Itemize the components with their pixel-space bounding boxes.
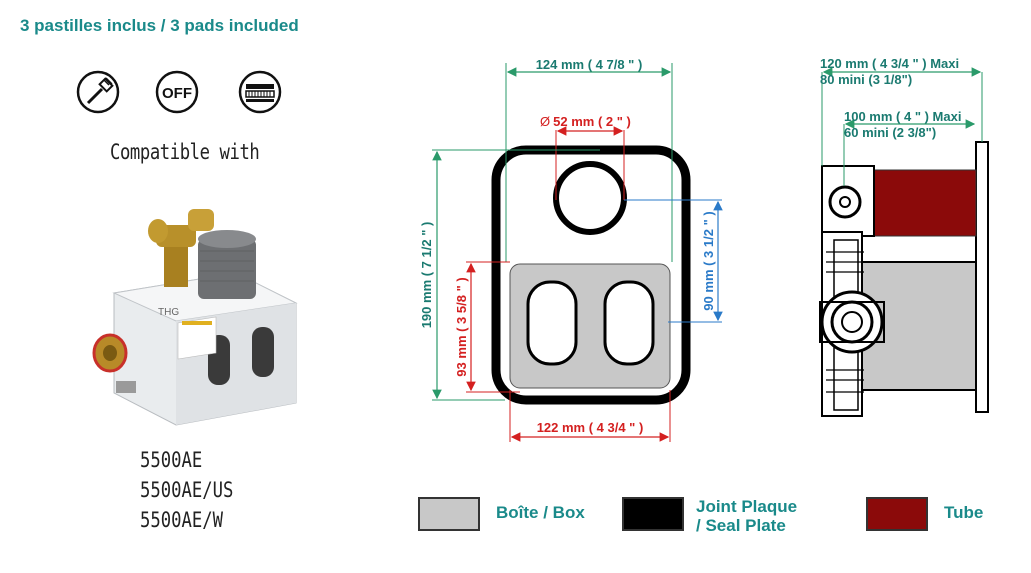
legend-swatch-box: [418, 497, 480, 531]
dim-diameter-symbol: Ø: [540, 114, 550, 129]
off-icon: OFF: [155, 70, 199, 114]
legend-label-seal-line1: Joint Plaque: [696, 497, 798, 516]
dim-width-top: 124 mm ( 4 7/8 " ): [536, 57, 643, 72]
legend-label-tube: Tube: [944, 503, 984, 522]
dim-height-box: 93 mm ( 3 5/8 " ): [454, 277, 469, 376]
dim-width-bottom: 122 mm ( 4 3/4 " ): [537, 420, 644, 435]
model-item: 5500AE: [140, 448, 203, 472]
legend-swatch-seal-plate: [622, 497, 684, 531]
front-view: 124 mm ( 4 7/8 " ) Ø 52 mm ( 2 " ) 190 m…: [419, 57, 723, 442]
compatible-label: Compatible with: [110, 140, 260, 164]
no-brush-icon: [76, 70, 120, 114]
legend-swatch-tube: [866, 497, 928, 531]
dim-side-depth-min: 80 mini (3 1/8"): [820, 72, 912, 87]
model-item: 5500AE/W: [140, 508, 223, 532]
dim-side-depth-max: 120 mm ( 4 3/4 " ) Maxi: [820, 56, 959, 71]
dim-side-tube-max: 100 mm ( 4 " ) Maxi: [844, 109, 961, 124]
dim-height-total: 190 mm ( 7 1/2 " ): [419, 222, 434, 329]
product-brand: THG: [158, 307, 179, 318]
model-item: 5500AE/US: [140, 478, 234, 502]
legend-label-seal-plate: Joint Plaque / Seal Plate: [696, 497, 797, 535]
legend-label-box: Boîte / Box: [496, 503, 585, 522]
product-photo: THG: [86, 203, 300, 429]
dim-diameter: 52 mm ( 2 " ): [553, 114, 631, 129]
legend-label-seal-line2: / Seal Plate: [696, 516, 786, 535]
header-title: 3 pastilles inclus / 3 pads included: [20, 16, 299, 35]
grille-icon: [238, 70, 282, 114]
dim-side-tube-min: 60 mini (2 3/8"): [844, 125, 936, 140]
side-view: 120 mm ( 4 3/4 " ) Maxi 80 mini (3 1/8")…: [819, 56, 989, 417]
off-icon-label: OFF: [162, 85, 192, 102]
dim-height-right: 90 mm ( 3 1/2 " ): [701, 211, 716, 310]
